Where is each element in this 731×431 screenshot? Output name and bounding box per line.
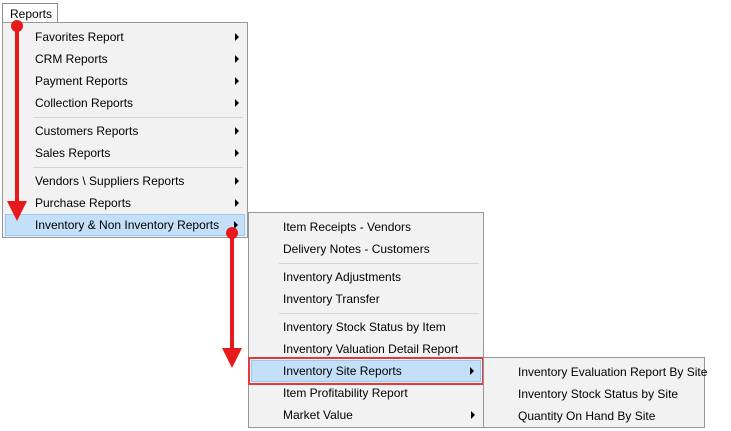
inventory-site-reports-submenu: Inventory Evaluation Report By Site Inve… <box>483 357 707 428</box>
menu-separator <box>279 263 479 264</box>
menu-item-label: Sales Reports <box>35 146 111 160</box>
menu-item-quantity-on-hand-by-site[interactable]: Quantity On Hand By Site <box>486 405 702 427</box>
submenu-arrow-icon <box>234 221 238 229</box>
menu-item-inventory-stock-status-by-item[interactable]: Inventory Stock Status by Item <box>251 316 481 338</box>
menu-item-label: Purchase Reports <box>35 196 132 210</box>
submenu-arrow-icon <box>235 55 239 63</box>
menu-item-collection-reports[interactable]: Collection Reports <box>5 92 245 114</box>
menu-item-label: Favorites Report <box>35 30 124 44</box>
menu-item-inventory-adjustments[interactable]: Inventory Adjustments <box>251 266 481 288</box>
menu-item-label: Market Value <box>283 408 353 422</box>
submenu-arrow-icon <box>235 149 239 157</box>
submenu-arrow-icon <box>235 199 239 207</box>
menu-item-label: Collection Reports <box>35 96 134 110</box>
menu-item-favorites-report[interactable]: Favorites Report <box>5 26 245 48</box>
menu-separator <box>33 167 243 168</box>
menu-item-label: Vendors \ Suppliers Reports <box>35 174 185 188</box>
menu-separator <box>279 313 479 314</box>
submenu-arrow-icon <box>470 367 474 375</box>
menu-item-inventory-transfer[interactable]: Inventory Transfer <box>251 288 481 310</box>
menu-item-label: Inventory Stock Status by Item <box>283 320 446 334</box>
menu-item-label: Item Profitability Report <box>283 386 408 400</box>
menu-item-label: Inventory Adjustments <box>283 270 402 284</box>
menu-item-sales-reports[interactable]: Sales Reports <box>5 142 245 164</box>
menu-item-inventory-stock-status-by-site[interactable]: Inventory Stock Status by Site <box>486 383 702 405</box>
inventory-reports-submenu: Item Receipts - Vendors Delivery Notes -… <box>248 212 484 428</box>
menu-separator <box>33 117 243 118</box>
menu-item-label: Inventory Stock Status by Site <box>518 387 679 401</box>
menu-item-inventory-non-inventory-reports[interactable]: Inventory & Non Inventory Reports <box>5 214 245 236</box>
annotation-arrow-2 <box>222 227 242 368</box>
submenu-arrow-icon <box>471 411 475 419</box>
submenu-arrow-icon <box>235 33 239 41</box>
menu-item-crm-reports[interactable]: CRM Reports <box>5 48 245 70</box>
menu-item-label: Quantity On Hand By Site <box>518 409 656 423</box>
menu-item-customers-reports[interactable]: Customers Reports <box>5 120 245 142</box>
submenu-arrow-icon <box>235 177 239 185</box>
menu-item-label: Inventory Valuation Detail Report <box>283 342 459 356</box>
menu-item-delivery-notes-customers[interactable]: Delivery Notes - Customers <box>251 238 481 260</box>
menu-item-label: Inventory Evaluation Report By Site <box>518 365 708 379</box>
menu-item-label: Inventory Transfer <box>283 292 380 306</box>
reports-menu-tab[interactable]: Reports <box>2 3 58 22</box>
menu-item-label: Customers Reports <box>35 124 139 138</box>
reports-dropdown-menu: Favorites Report CRM Reports Payment Rep… <box>2 22 248 238</box>
menu-item-inventory-site-reports[interactable]: Inventory Site Reports <box>248 357 484 385</box>
menu-item-label: Item Receipts - Vendors <box>283 220 412 234</box>
submenu-arrow-icon <box>235 77 239 85</box>
submenu-arrow-icon <box>235 127 239 135</box>
menu-item-item-receipts-vendors[interactable]: Item Receipts - Vendors <box>251 216 481 238</box>
menu-item-label: CRM Reports <box>35 52 108 66</box>
menu-item-item-profitability-report[interactable]: Item Profitability Report <box>251 382 481 404</box>
menu-item-inventory-valuation-detail-report[interactable]: Inventory Valuation Detail Report <box>251 338 481 360</box>
menu-item-label: Inventory & Non Inventory Reports <box>35 218 220 232</box>
menu-item-vendors-suppliers-reports[interactable]: Vendors \ Suppliers Reports <box>5 170 245 192</box>
submenu-arrow-icon <box>235 99 239 107</box>
menu-item-market-value[interactable]: Market Value <box>251 404 481 426</box>
menu-item-label: Delivery Notes - Customers <box>283 242 430 256</box>
menu-item-label: Payment Reports <box>35 74 128 88</box>
menu-item-payment-reports[interactable]: Payment Reports <box>5 70 245 92</box>
menu-item-purchase-reports[interactable]: Purchase Reports <box>5 192 245 214</box>
menu-item-inventory-evaluation-report-by-site[interactable]: Inventory Evaluation Report By Site <box>486 361 707 383</box>
reports-menu-label: Reports <box>10 7 53 21</box>
menu-item-label: Inventory Site Reports <box>283 364 402 378</box>
